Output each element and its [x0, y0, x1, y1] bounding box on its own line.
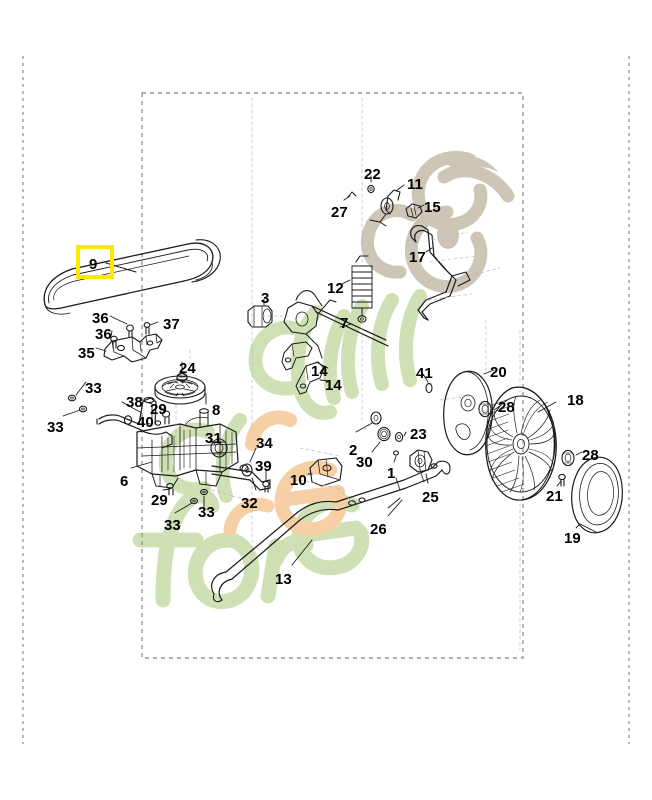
callout-31: 31	[205, 430, 222, 447]
callout-22: 22	[364, 166, 381, 183]
callout-14: 14	[325, 377, 342, 394]
callout-29: 29	[151, 492, 168, 509]
callout-27: 27	[331, 204, 348, 221]
inner-dashed-border	[141, 92, 524, 659]
callout-28: 28	[582, 447, 599, 464]
callout-29: 29	[150, 401, 167, 418]
watermark-group	[132, 150, 515, 610]
part-41-clip	[425, 382, 433, 394]
callout-14: 14	[311, 363, 328, 380]
part-33-washers	[67, 394, 208, 505]
part-34-39	[241, 463, 270, 493]
callout-38: 38	[126, 394, 143, 411]
callout-20: 20	[490, 364, 507, 381]
part-35-bracket	[103, 333, 163, 363]
highlight-part-number: 9	[89, 256, 98, 273]
callout-12: 12	[327, 280, 344, 297]
part-7-rod	[283, 290, 389, 359]
part-14-levers	[281, 341, 325, 395]
part-21-bolt	[558, 473, 566, 487]
callout-18: 18	[567, 392, 584, 409]
callout-7: 7	[340, 315, 349, 332]
callout-35: 35	[78, 345, 95, 362]
part-3-bushing	[247, 305, 273, 328]
part-22-27	[347, 184, 375, 198]
callout-32: 32	[241, 495, 258, 512]
callout-33: 33	[198, 504, 215, 521]
part-13-handle	[211, 460, 451, 603]
part-31-hub	[210, 438, 228, 458]
part-38-40-tubes	[96, 396, 173, 449]
part-28-bearings	[478, 400, 575, 467]
callout-37: 37	[163, 316, 180, 333]
callout-39: 39	[255, 458, 272, 475]
part-20-disc	[443, 370, 493, 456]
callout-15: 15	[424, 199, 441, 216]
callout-1: 1	[387, 465, 396, 482]
part-25-hub	[409, 449, 433, 473]
callout-36: 36	[95, 326, 112, 343]
callout-6: 6	[120, 473, 129, 490]
part-12-spring	[351, 255, 373, 323]
callout-17: 17	[409, 249, 426, 266]
callout-8: 8	[212, 402, 221, 419]
callout-11: 11	[407, 176, 423, 193]
callout-19: 19	[564, 530, 581, 547]
callout-34: 34	[256, 435, 273, 452]
part-6-transmission	[136, 408, 239, 489]
part-15-clip	[405, 203, 423, 219]
callout-40: 40	[137, 414, 154, 431]
callout-30: 30	[356, 454, 373, 471]
callout-24: 24	[179, 360, 196, 377]
callout-33: 33	[164, 517, 181, 534]
part-18-wheel	[485, 386, 557, 501]
part-8-pulley	[154, 375, 206, 405]
callout-33: 33	[85, 380, 102, 397]
callout-36: 36	[92, 310, 109, 327]
callout-25: 25	[422, 489, 439, 506]
callout-41: 41	[416, 365, 433, 382]
callout-23: 23	[410, 426, 427, 443]
part-11-lever	[369, 189, 401, 227]
fasteners-36-37	[110, 322, 151, 349]
callout-3: 3	[261, 290, 270, 307]
callout-10: 10	[290, 472, 307, 489]
callout-28: 28	[498, 399, 515, 416]
highlighted-part-9-box[interactable]: 9	[76, 245, 114, 279]
part-17-rod	[410, 225, 471, 321]
part-10-bracket	[309, 457, 343, 487]
callout-21: 21	[546, 488, 563, 505]
line-art	[43, 97, 623, 651]
washers-2-30-1-23	[370, 411, 404, 456]
outer-dashed-border	[22, 56, 630, 744]
callout-33: 33	[47, 419, 64, 436]
callout-13: 13	[275, 571, 292, 588]
callout-2: 2	[349, 442, 358, 459]
part-9-drive-belt	[43, 239, 221, 315]
part-19-hubcap	[571, 456, 623, 534]
callout-26: 26	[370, 521, 387, 538]
